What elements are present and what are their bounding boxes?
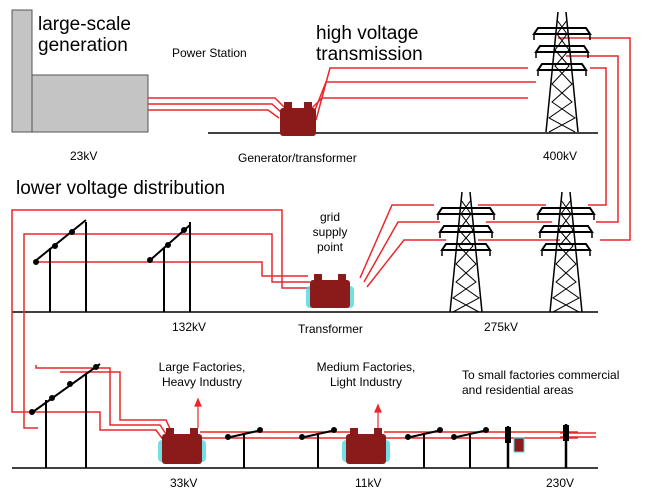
label-generator-transformer: Generator/transformer (238, 151, 357, 165)
label-medium-factories: Medium Factories, Light Industry (316, 360, 416, 389)
label-small-factories: To small factories commercial and reside… (462, 368, 620, 397)
label-grid-supply-point: grid supply point (312, 210, 348, 254)
label-power-station: Power Station (172, 46, 247, 60)
label-400kv: 400kV (543, 149, 578, 163)
pylon-275kv-left-icon (437, 191, 495, 313)
label-132kv: 132kV (172, 320, 207, 334)
label-23kv: 23kV (70, 149, 98, 163)
label-high-voltage-transmission: high voltage transmission (316, 23, 423, 65)
label-275kv: 275kV (484, 320, 519, 334)
factory-arrows (194, 397, 382, 428)
label-33kv: 33kV (170, 476, 198, 490)
distribution-poles-132kv (29, 219, 191, 468)
label-230v: 230V (546, 476, 575, 490)
transformer-11kv-icon (342, 428, 390, 464)
label-11kv: 11kV (355, 476, 382, 490)
transformer-33kv-icon (158, 428, 206, 464)
ground-lines (12, 132, 598, 469)
power-wires (11, 37, 631, 444)
small-poles (225, 424, 569, 468)
label-large-scale-generation: large-scale generation (38, 14, 131, 56)
label-large-factories: Large Factories, Heavy Industry (158, 360, 246, 389)
grid-supply-transformer-icon (306, 274, 354, 308)
generator-transformer-icon (280, 102, 316, 136)
power-station-building (11, 9, 149, 133)
label-lower-voltage-distribution: lower voltage distribution (16, 178, 226, 199)
label-transformer: Transformer (298, 322, 363, 336)
pylon-400kv-icon (533, 11, 591, 133)
pylon-275kv-right-icon (537, 191, 595, 313)
